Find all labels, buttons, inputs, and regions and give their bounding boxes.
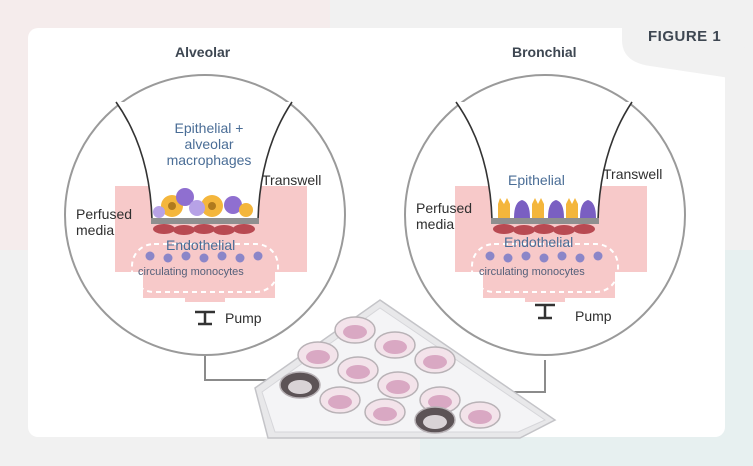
bronchial-panel-circle: [404, 74, 686, 356]
monocyte-cell: [235, 253, 245, 263]
epithelial-cells-bronchial: [498, 198, 596, 218]
endothelial-label: Endothelial: [504, 234, 574, 250]
monocyte-cell: [503, 253, 513, 263]
monocyte-cell: [181, 251, 191, 261]
monocyte-cell: [593, 251, 603, 261]
monocyte-cell: [145, 251, 155, 261]
alveolar-panel-circle: [64, 74, 346, 356]
alveolar-cell-label: Epithelial + alveolar macrophages: [166, 120, 252, 168]
monocytes-alveolar: [145, 251, 263, 263]
perfused-media-label: Perfused media: [416, 200, 473, 232]
plate-well-media: [423, 355, 447, 369]
connector-line-alveolar: [204, 352, 285, 381]
bronchial-cell-label: Epithelial: [508, 172, 565, 188]
transwell-label: Transwell: [262, 172, 322, 188]
alveolar-title: Alveolar: [175, 44, 231, 60]
monocyte-cell: [485, 251, 495, 261]
well-plate: [254, 299, 557, 439]
pump-label: Pump: [575, 308, 612, 324]
endothelial-layer-bronchial: [493, 224, 595, 235]
monocytes-label: circulating monocytes: [479, 266, 585, 278]
monocyte-cell: [253, 251, 263, 261]
monocytes-label: circulating monocytes: [138, 266, 244, 278]
plate-well-media: [306, 350, 330, 364]
plate-well-media: [428, 395, 452, 409]
perfused-media-label: Perfused media: [76, 206, 133, 238]
pump-icon: [195, 310, 215, 326]
monocyte-cell: [539, 253, 549, 263]
endothelial-layer-alveolar: [153, 224, 255, 235]
figure-label: FIGURE 1: [648, 28, 722, 45]
circulation-loop-bronchial: [471, 243, 619, 293]
monocyte-cell: [163, 253, 173, 263]
monocytes-bronchial: [485, 251, 603, 263]
pump-icon: [535, 303, 555, 320]
plate-well-media: [423, 415, 447, 429]
membrane-alveolar: [151, 218, 259, 224]
endothelial-label: Endothelial: [166, 237, 236, 253]
plate-well-media: [383, 340, 407, 354]
pump-label: Pump: [225, 310, 262, 326]
plate-well-media: [288, 380, 312, 394]
monocyte-cell: [199, 253, 209, 263]
bronchial-title: Bronchial: [512, 44, 577, 60]
monocyte-cell: [217, 251, 227, 261]
membrane-bronchial: [491, 218, 599, 224]
monocyte-cell: [557, 251, 567, 261]
plate-well-media: [386, 380, 410, 394]
plate-well-media: [328, 395, 352, 409]
epithelial-cells-alveolar: [153, 188, 253, 218]
monocyte-cell: [575, 253, 585, 263]
plate-well-media: [468, 410, 492, 424]
circulation-loop-alveolar: [131, 243, 279, 293]
plate-well-media: [343, 325, 367, 339]
plate-well-media: [346, 365, 370, 379]
plate-well-media: [373, 407, 397, 421]
transwell-label: Transwell: [603, 166, 663, 182]
monocyte-cell: [521, 251, 531, 261]
figure-label-tab: [622, 28, 745, 79]
